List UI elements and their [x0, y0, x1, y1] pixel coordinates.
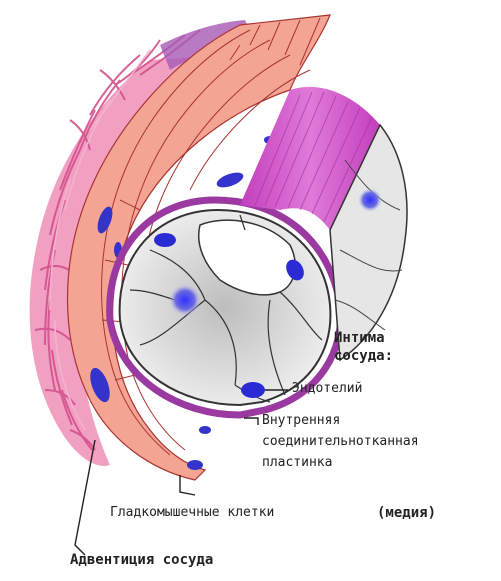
- adventitia-label: Адвентиция сосуда: [70, 552, 213, 568]
- endothelial-nucleus: [169, 284, 201, 316]
- lumen: [120, 210, 331, 405]
- inner-lamina-label-line3: пластинка: [262, 455, 332, 470]
- media-label: (медия): [377, 505, 436, 521]
- smooth-muscle-label: Гладкомышечные клетки: [110, 505, 274, 520]
- endothelial-nucleus: [241, 382, 265, 398]
- intima-label-line1: Интима: [334, 330, 385, 346]
- endothelial-nucleus: [154, 233, 176, 247]
- endothelial-nucleus: [358, 188, 382, 212]
- intima-label-line2: сосуда:: [334, 348, 393, 364]
- inner-lamina-label-line1: Внутренняя: [262, 413, 340, 428]
- inner-lamina-label-line2: соединительнотканная: [262, 434, 419, 449]
- endothelium-label: Эндотелий: [292, 381, 362, 396]
